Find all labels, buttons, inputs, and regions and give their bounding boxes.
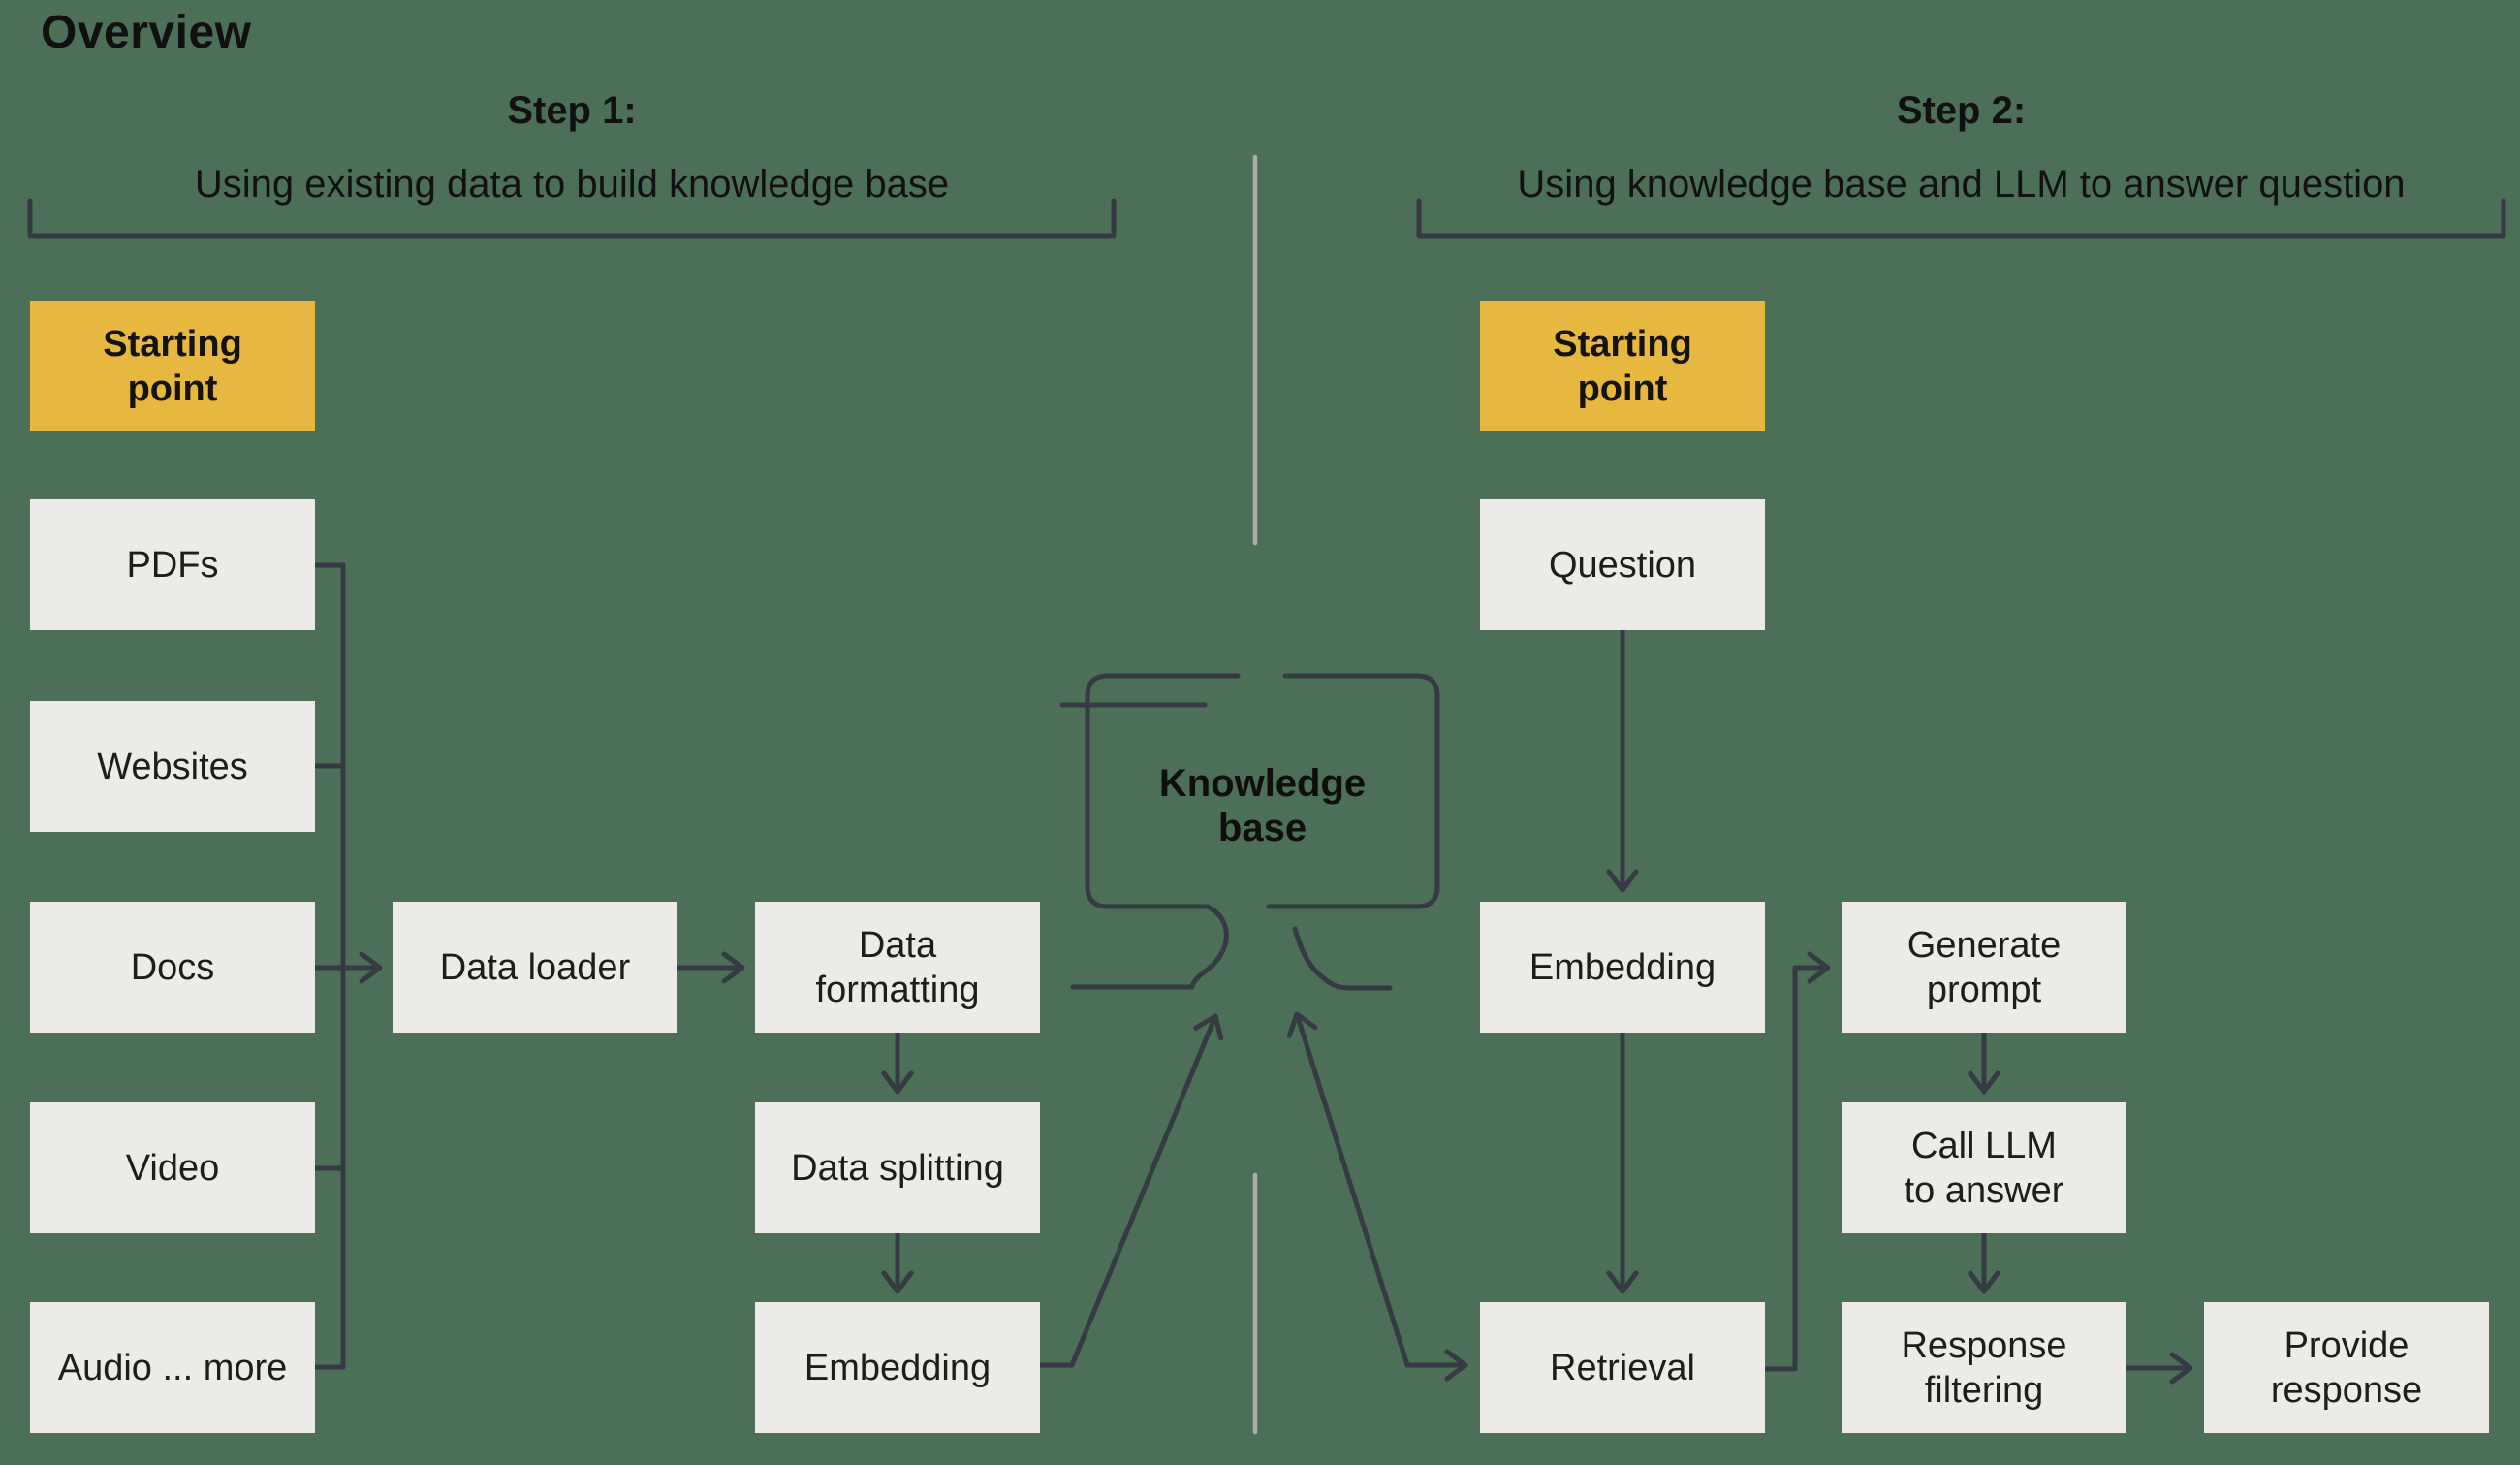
- knowledge-base-container-icon: [1059, 673, 1440, 991]
- node-audio: Audio ... more: [30, 1302, 315, 1433]
- node-label: Question: [1548, 544, 1697, 586]
- node-label-line: Call LLM: [1911, 1125, 2057, 1166]
- node-label: Video: [125, 1147, 220, 1189]
- node-video: Video: [30, 1102, 315, 1233]
- node-response-filtering: Response filtering: [1842, 1302, 2126, 1433]
- step1-subtitle: Using existing data to build knowledge b…: [194, 163, 950, 206]
- node-embedding-build: Embedding: [755, 1302, 1040, 1433]
- node-label-line: Generate: [1906, 924, 2062, 966]
- node-starting-point-1: Starting point: [30, 301, 315, 431]
- node-knowledge-base: Knowledge base: [1087, 688, 1437, 897]
- node-label-line: prompt: [1926, 969, 2042, 1010]
- node-label-line: response: [2270, 1369, 2423, 1411]
- node-retrieval: Retrieval: [1480, 1302, 1765, 1433]
- node-label-line: Provide: [2284, 1324, 2410, 1366]
- node-label: Docs: [130, 946, 215, 988]
- node-provide-response: Provide response: [2204, 1302, 2489, 1433]
- node-label-line: Starting: [1553, 323, 1692, 365]
- node-data-formatting: Data formatting: [755, 902, 1040, 1033]
- node-data-splitting: Data splitting: [755, 1102, 1040, 1233]
- arrow-retrieval-to-generate-prompt: [1762, 951, 1831, 1372]
- node-label-line: formatting: [815, 969, 980, 1010]
- node-label-line: Response: [1901, 1324, 2067, 1366]
- node-label: Embedding: [1528, 946, 1717, 988]
- node-label-line: Knowledge: [1158, 761, 1367, 805]
- node-label: Embedding: [803, 1347, 992, 1388]
- step1-bracket: [27, 198, 1117, 239]
- node-call-llm: Call LLM to answer: [1842, 1102, 2126, 1233]
- node-label: Data splitting: [791, 1147, 1004, 1189]
- node-docs: Docs: [30, 902, 315, 1033]
- node-label-line: base: [1217, 806, 1307, 849]
- kb-outline-right: [1266, 673, 1440, 909]
- node-label-line: point: [127, 367, 218, 409]
- step2-subtitle: Using knowledge base and LLM to answer q…: [1517, 163, 2406, 206]
- node-label: Audio ... more: [57, 1347, 288, 1388]
- node-label-line: to answer: [1904, 1169, 2064, 1211]
- node-label-line: point: [1577, 367, 1668, 409]
- node-label: Websites: [97, 746, 248, 787]
- page-title: Overview: [41, 7, 252, 58]
- node-starting-point-2: Starting point: [1480, 301, 1765, 431]
- arrow-knowledge-base-retrieval: [1286, 1011, 1468, 1382]
- node-label-line: filtering: [1924, 1369, 2044, 1411]
- step2-title: Step 2:: [1896, 89, 2027, 132]
- kb-funnel-right: [1292, 926, 1393, 991]
- node-label-line: Starting: [103, 323, 242, 365]
- node-question: Question: [1480, 499, 1765, 630]
- node-label: Retrieval: [1550, 1347, 1695, 1388]
- node-embedding-query: Embedding: [1480, 902, 1765, 1033]
- step2-bracket: [1416, 198, 2506, 239]
- node-generate-prompt: Generate prompt: [1842, 902, 2126, 1033]
- step1-title: Step 1:: [507, 89, 637, 132]
- node-label: Data loader: [439, 946, 631, 988]
- node-data-loader: Data loader: [393, 902, 677, 1033]
- node-pdfs: PDFs: [30, 499, 315, 630]
- node-label-line: Data: [858, 924, 937, 966]
- node-label: PDFs: [126, 544, 219, 586]
- node-websites: Websites: [30, 701, 315, 832]
- kb-outline-left: [1070, 673, 1241, 990]
- arrow-embedding-to-knowledge-base: [1037, 1013, 1224, 1368]
